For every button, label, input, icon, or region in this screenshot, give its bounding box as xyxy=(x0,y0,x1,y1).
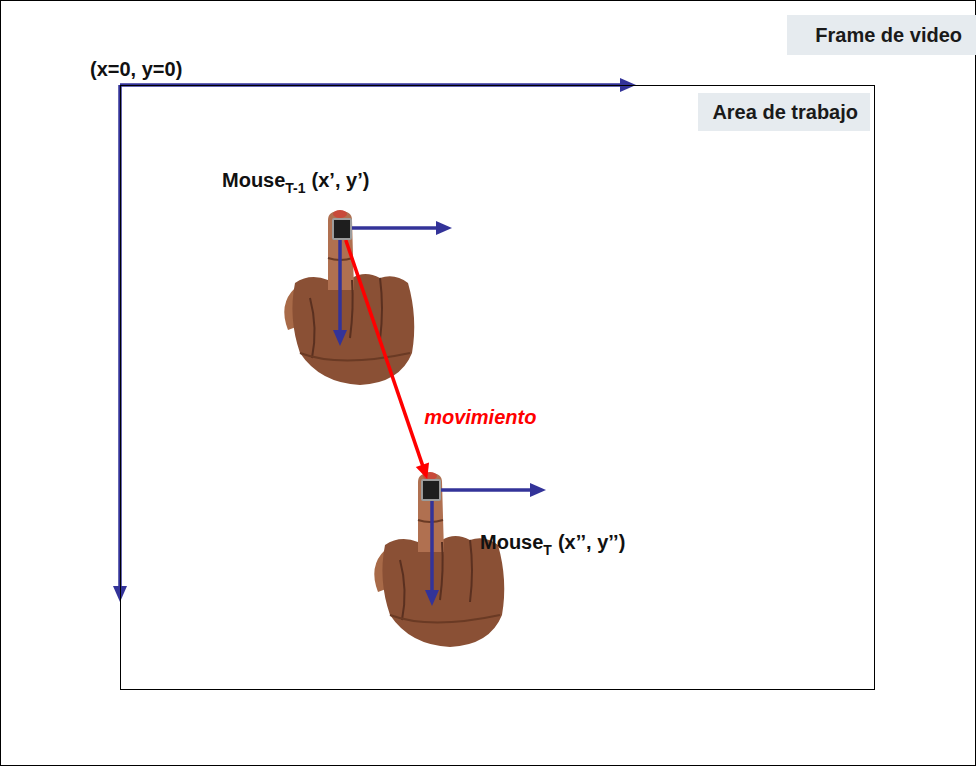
node-text: (x’, y’) xyxy=(312,169,370,191)
finger-marker: MouseT-1(x’, y’) xyxy=(332,218,352,240)
title-tag: Area de trabajo xyxy=(698,93,870,131)
node-text: Mouse xyxy=(480,531,543,553)
work-area: Area de trabajoMouseT-1(x’, y’)MouseT(x’… xyxy=(120,85,875,690)
edge-label: movimiento xyxy=(424,405,536,429)
mouse-label: MouseT-1 (x’, y’) xyxy=(222,167,369,195)
hand xyxy=(284,210,414,385)
motion-arrow xyxy=(346,240,429,479)
hand xyxy=(374,472,504,647)
axes xyxy=(113,78,636,606)
node-text: T xyxy=(543,542,552,558)
origin-label: (x=0, y=0) xyxy=(90,57,182,81)
node-text: Frame de video xyxy=(815,24,962,46)
node-text: Mouse xyxy=(222,169,285,191)
finger-marker: MouseT(x’’, y’’) xyxy=(421,479,441,501)
node-text: Area de trabajo xyxy=(712,101,858,123)
motion-line xyxy=(346,240,424,468)
mouse-label: MouseT (x’’, y’’) xyxy=(480,529,625,557)
node-text: T-1 xyxy=(285,180,305,196)
node-text: (x’’, y’’) xyxy=(558,531,625,553)
title-tag: Frame de video xyxy=(787,15,976,55)
arrow-head xyxy=(416,463,429,479)
